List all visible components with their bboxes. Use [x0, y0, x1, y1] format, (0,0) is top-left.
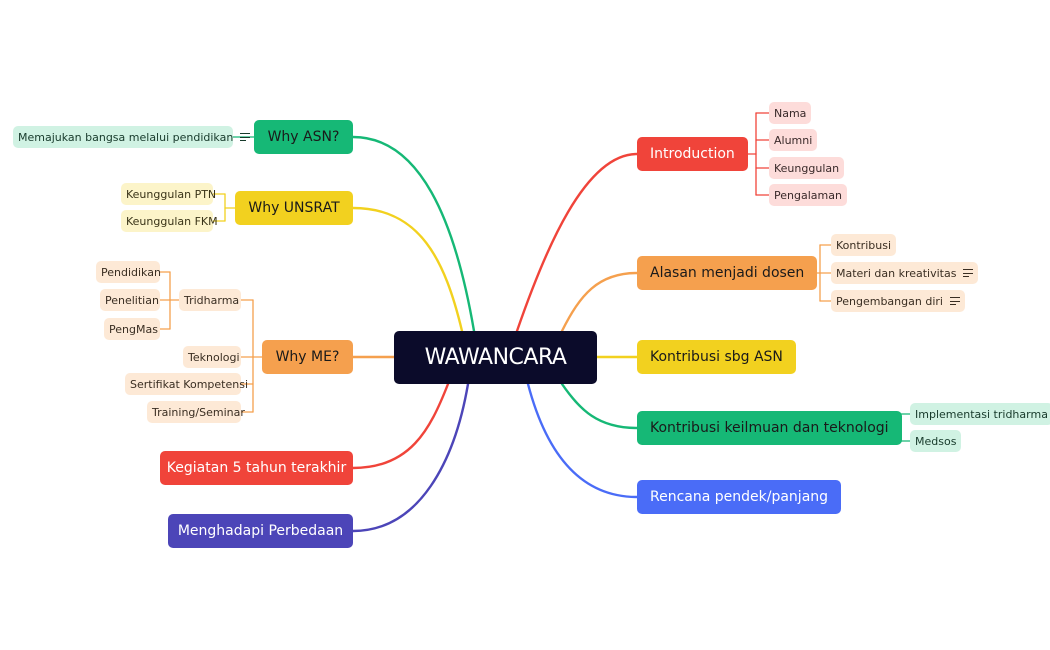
- subtopic-nama[interactable]: Nama: [769, 102, 812, 124]
- topic-perbedaan-label: Menghadapi Perbedaan: [177, 523, 344, 539]
- subtopic-pengalaman[interactable]: Pengalaman: [769, 184, 847, 206]
- topic-kegiatan[interactable]: Kegiatan 5 tahun terakhir: [160, 451, 353, 485]
- topic-kegiatan-label: Kegiatan 5 tahun terakhir: [166, 460, 347, 476]
- subtopic-keunggulan-ptn[interactable]: Keunggulan PTN: [121, 183, 217, 205]
- subtopic-medsos[interactable]: Medsos: [910, 430, 962, 452]
- edge-why-asn: [351, 135, 476, 333]
- subtopic-label: Keunggulan: [774, 161, 840, 175]
- central-topic[interactable]: WAWANCARA: [394, 331, 597, 384]
- subtopic-label: Materi dan kreativitas: [836, 266, 957, 280]
- subtopic-label: Nama: [774, 106, 807, 120]
- subtopic-keunggulan[interactable]: Keunggulan: [769, 157, 845, 179]
- topic-rencana-label: Rencana pendek/panjang: [650, 489, 829, 505]
- subtopic-label: Training/Seminar: [152, 405, 245, 419]
- subtopic-label: Penelitian: [105, 293, 159, 307]
- subtopic-label: Keunggulan FKM: [126, 214, 218, 228]
- topic-rencana[interactable]: Rencana pendek/panjang: [637, 480, 842, 514]
- topic-why-me[interactable]: Why ME?: [262, 340, 353, 374]
- topic-introduction-label: Introduction: [650, 146, 735, 162]
- subtopic-label: PengMas: [109, 322, 158, 336]
- subtopic-label: Sertifikat Kompetensi: [130, 377, 248, 391]
- note-icon[interactable]: [963, 269, 974, 278]
- topic-why-asn[interactable]: Why ASN?: [254, 120, 353, 154]
- subtopic-memajukan-bangsa[interactable]: Memajukan bangsa melalui pendidikan: [13, 126, 251, 148]
- topic-keilmuan-label: Kontribusi keilmuan dan teknologi: [650, 420, 889, 436]
- note-icon[interactable]: [949, 297, 960, 306]
- subtopic-label: Teknologi: [188, 350, 240, 364]
- topic-kontribusi-asn-label: Kontribusi sbg ASN: [650, 349, 783, 365]
- topic-why-me-label: Why ME?: [275, 349, 340, 365]
- subtopic-label: Memajukan bangsa melalui pendidikan: [18, 130, 234, 144]
- edge-perbedaan: [351, 382, 470, 533]
- topic-alasan-label: Alasan menjadi dosen: [650, 265, 805, 281]
- subtopic-label: Keunggulan PTN: [126, 187, 217, 201]
- subtopic-label: Tridharma: [184, 293, 240, 307]
- subtopic-label: Alumni: [774, 133, 813, 147]
- subtopic-label: Kontribusi: [836, 238, 891, 252]
- subtopic-implementasi-tridharma[interactable]: Implementasi tridharma: [910, 403, 1050, 425]
- edge-keilmuan: [560, 382, 639, 430]
- edge-kegiatan: [351, 382, 450, 470]
- subtopic-label: Pengalaman: [774, 188, 842, 202]
- subtopic-tridharma[interactable]: Tridharma: [179, 289, 241, 311]
- subtopic-penelitian[interactable]: Penelitian: [100, 289, 160, 311]
- subtopic-label: Pengembangan diri: [836, 294, 943, 308]
- subtopic-label: Pendidikan: [101, 265, 161, 279]
- subtopic-training-seminar[interactable]: Training/Seminar: [147, 401, 245, 423]
- subtopic-kontribusi[interactable]: Kontribusi: [831, 234, 896, 256]
- central-topic-label: WAWANCARA: [424, 345, 567, 370]
- edge-rencana: [526, 382, 639, 499]
- subtopic-sertifikat-kompetensi[interactable]: Sertifikat Kompetensi: [125, 373, 248, 395]
- subtopic-keunggulan-fkm[interactable]: Keunggulan FKM: [121, 210, 218, 232]
- edge-alasan: [560, 271, 639, 333]
- edge-introduction: [515, 152, 639, 333]
- subtopic-label: Implementasi tridharma: [915, 407, 1048, 421]
- topic-introduction[interactable]: Introduction: [637, 137, 748, 171]
- subtopic-label: Medsos: [915, 434, 957, 448]
- topic-why-asn-label: Why ASN?: [267, 129, 340, 145]
- topic-why-unsrat-label: Why UNSRAT: [248, 200, 340, 216]
- topic-why-unsrat[interactable]: Why UNSRAT: [235, 191, 353, 225]
- subtopic-pendidikan[interactable]: Pendidikan: [96, 261, 161, 283]
- topic-kontribusi-asn[interactable]: Kontribusi sbg ASN: [637, 340, 796, 374]
- topic-kontribusi-keilmuan[interactable]: Kontribusi keilmuan dan teknologi: [637, 411, 902, 445]
- subtopic-teknologi[interactable]: Teknologi: [183, 346, 241, 368]
- subtopic-alumni[interactable]: Alumni: [769, 129, 818, 151]
- subtopic-materi-kreativitas[interactable]: Materi dan kreativitas: [831, 262, 979, 284]
- edge-why-unsrat: [351, 206, 464, 333]
- subtopic-pengmas[interactable]: PengMas: [104, 318, 160, 340]
- topic-menghadapi-perbedaan[interactable]: Menghadapi Perbedaan: [168, 514, 353, 548]
- subtopic-pengembangan-diri[interactable]: Pengembangan diri: [831, 290, 965, 312]
- topic-alasan-menjadi-dosen[interactable]: Alasan menjadi dosen: [637, 256, 818, 290]
